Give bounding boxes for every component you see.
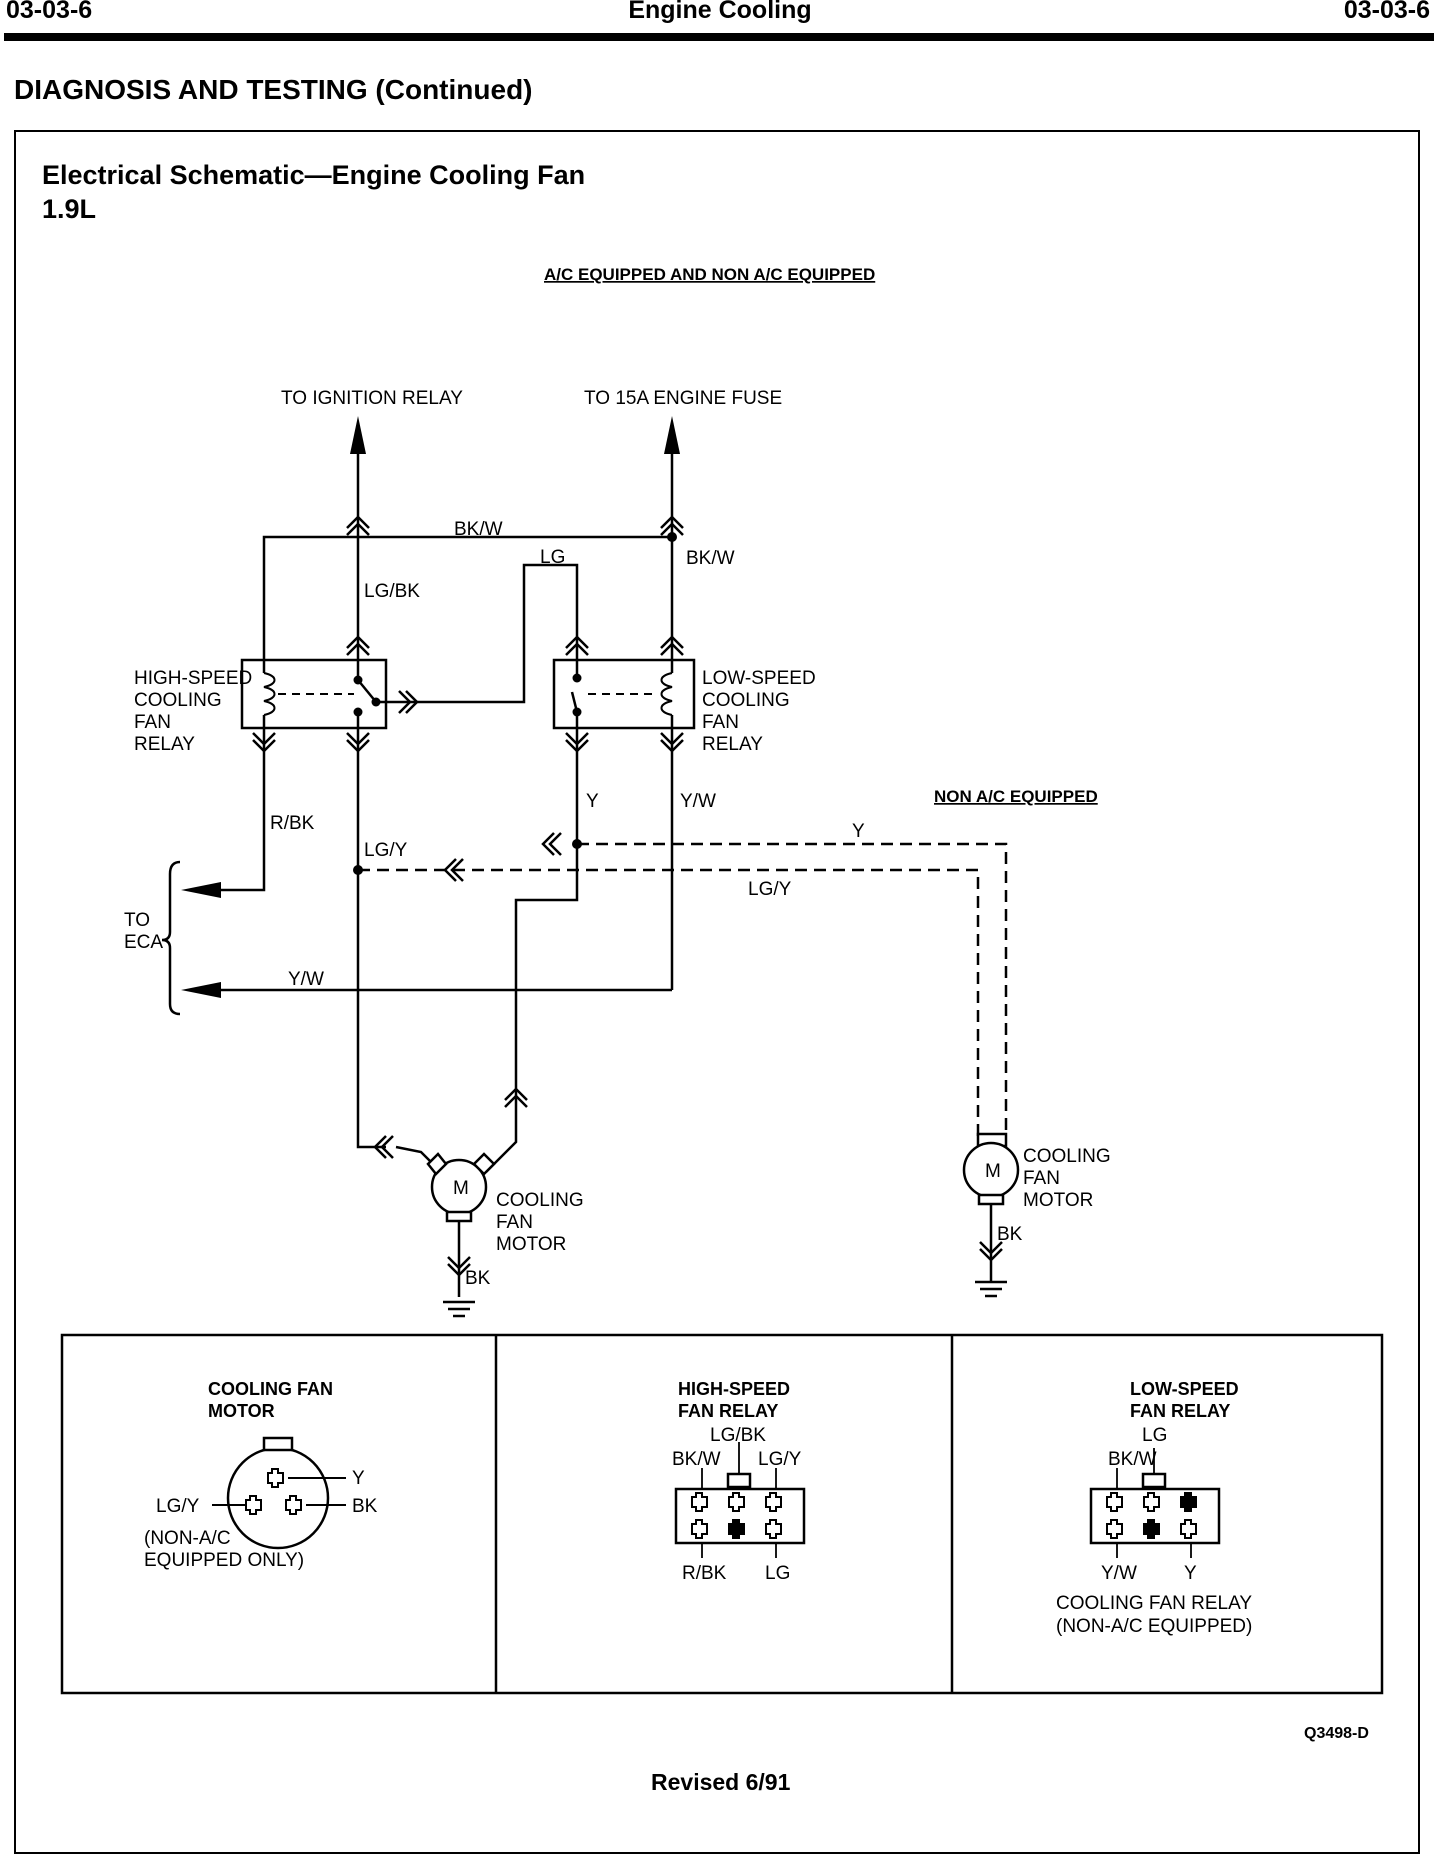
- motor-connector-face: [212, 1436, 346, 1550]
- panel-high-title-2: FAN RELAY: [678, 1401, 778, 1421]
- motor-center-label-3: MOTOR: [496, 1234, 566, 1255]
- cooling-fan-motor-right: [962, 1132, 1020, 1222]
- panel-high-pin-lgbk: LG/BK: [710, 1425, 766, 1446]
- arrow-to-ignition-relay: [350, 416, 366, 454]
- high-relay-label-3: FAN: [134, 712, 171, 733]
- panel-motor-title-2: MOTOR: [208, 1401, 275, 1421]
- motor-center-symbol: M: [453, 1178, 469, 1199]
- high-relay-label-1: HIGH-SPEED: [134, 668, 252, 689]
- panel-low-title-2: FAN RELAY: [1130, 1401, 1230, 1421]
- dashed-non-ac-wiring: [358, 842, 1008, 1137]
- motor-right-label-3: MOTOR: [1023, 1190, 1093, 1211]
- high-speed-relay: [240, 658, 416, 730]
- wire-label-yw-low: Y/W: [680, 791, 716, 812]
- wire-label-lgy-left: LG/Y: [364, 840, 408, 861]
- figure-id: Q3498-D: [1304, 1725, 1369, 1742]
- high-relay-label-4: RELAY: [134, 734, 195, 755]
- wire-label-bk-center: BK: [465, 1268, 491, 1289]
- revision-footer: Revised 6/91: [651, 1769, 791, 1795]
- wire-label-y-low: Y: [586, 791, 599, 812]
- arrow-to-eca-yw: [181, 982, 221, 998]
- panel-high-title-1: HIGH-SPEED: [678, 1379, 790, 1399]
- motor-right-label-2: FAN: [1023, 1168, 1060, 1189]
- wire-label-yw-eca: Y/W: [288, 969, 324, 990]
- low-relay-label-2: COOLING: [702, 690, 790, 711]
- figure-subtitle: 1.9L: [42, 194, 96, 224]
- panel-motor-pin-lgy: LG/Y: [156, 1496, 200, 1517]
- low-relay-label-1: LOW-SPEED: [702, 668, 816, 689]
- connector-y-splice: [541, 831, 563, 857]
- panel-high-pin-lgy: LG/Y: [758, 1449, 802, 1470]
- panel-motor-title-1: COOLING FAN: [208, 1379, 333, 1399]
- figure-frame: Electrical Schematic—Engine Cooling Fan …: [14, 130, 1420, 1854]
- arrow-to-engine-fuse: [664, 416, 680, 454]
- motor-right-symbol: M: [985, 1161, 1001, 1182]
- panel-high-pin-rbk: R/BK: [682, 1563, 727, 1584]
- cooling-fan-motor-center: [426, 1152, 496, 1223]
- low-relay-label-4: RELAY: [702, 734, 763, 755]
- motor-right-label-1: COOLING: [1023, 1146, 1111, 1167]
- wire-label-lgy-dashed: LG/Y: [748, 879, 792, 900]
- variant-heading: A/C EQUIPPED AND NON A/C EQUIPPED: [544, 265, 875, 284]
- label-to-eca-line1: TO: [124, 910, 150, 931]
- wire-label-lgbk: LG/BK: [364, 581, 420, 602]
- label-to-engine-fuse: TO 15A ENGINE FUSE: [584, 388, 782, 409]
- panel-motor-note-1: (NON-A/C: [144, 1528, 231, 1549]
- wire-label-rbk: R/BK: [270, 813, 315, 834]
- motor-center-label-1: COOLING: [496, 1190, 584, 1211]
- page-number-left: 03-03-6: [6, 0, 93, 24]
- wire-label-y-dashed: Y: [852, 821, 865, 842]
- wire-label-lg: LG: [540, 547, 565, 568]
- panel-low-note-1: COOLING FAN RELAY: [1056, 1593, 1252, 1614]
- panel-motor-pin-bk: BK: [352, 1496, 378, 1517]
- low-relay-connector-face: [1089, 1448, 1221, 1558]
- motor-center-label-2: FAN: [496, 1212, 533, 1233]
- connector-panels: [60, 1333, 1384, 1695]
- ground-right-icon: [973, 1280, 1009, 1298]
- wiring: [161, 452, 993, 1297]
- panel-high-pin-bkw: BK/W: [672, 1449, 721, 1470]
- wire-label-bk-right: BK: [997, 1224, 1023, 1245]
- high-relay-label-2: COOLING: [134, 690, 222, 711]
- ground-center-icon: [441, 1300, 477, 1318]
- panel-high-pin-lg: LG: [765, 1563, 790, 1584]
- wire-label-bkw-top: BK/W: [454, 519, 503, 540]
- low-relay-label-3: FAN: [702, 712, 739, 733]
- panel-low-pin-yw: Y/W: [1101, 1563, 1137, 1584]
- splice-points: [353, 532, 677, 875]
- arrow-to-eca-rbk: [181, 882, 221, 898]
- high-relay-connector-face: [674, 1442, 806, 1558]
- panel-low-pin-bkw: BK/W: [1108, 1449, 1157, 1470]
- panel-motor-pin-y: Y: [352, 1468, 365, 1489]
- low-speed-relay: [552, 658, 696, 730]
- section-title: DIAGNOSIS AND TESTING (Continued): [14, 74, 533, 105]
- panel-low-title-1: LOW-SPEED: [1130, 1379, 1239, 1399]
- page-number-right: 03-03-6: [1343, 0, 1430, 24]
- panel-low-pin-y: Y: [1184, 1563, 1197, 1584]
- wire-label-bkw-right: BK/W: [686, 548, 735, 569]
- label-to-eca-line2: ECA: [124, 932, 163, 953]
- page-header-title: Engine Cooling: [628, 0, 812, 24]
- panel-motor-note-2: EQUIPPED ONLY): [144, 1550, 304, 1571]
- panel-low-note-2: (NON-A/C EQUIPPED): [1056, 1616, 1252, 1637]
- figure-title: Electrical Schematic—Engine Cooling Fan: [42, 160, 585, 190]
- non-ac-heading: NON A/C EQUIPPED: [934, 787, 1098, 806]
- panel-low-pin-lg: LG: [1142, 1425, 1167, 1446]
- label-to-ignition-relay: TO IGNITION RELAY: [281, 388, 463, 409]
- header-rule: [4, 33, 1434, 41]
- wiring-schematic: Electrical Schematic—Engine Cooling Fan …: [42, 160, 1384, 1795]
